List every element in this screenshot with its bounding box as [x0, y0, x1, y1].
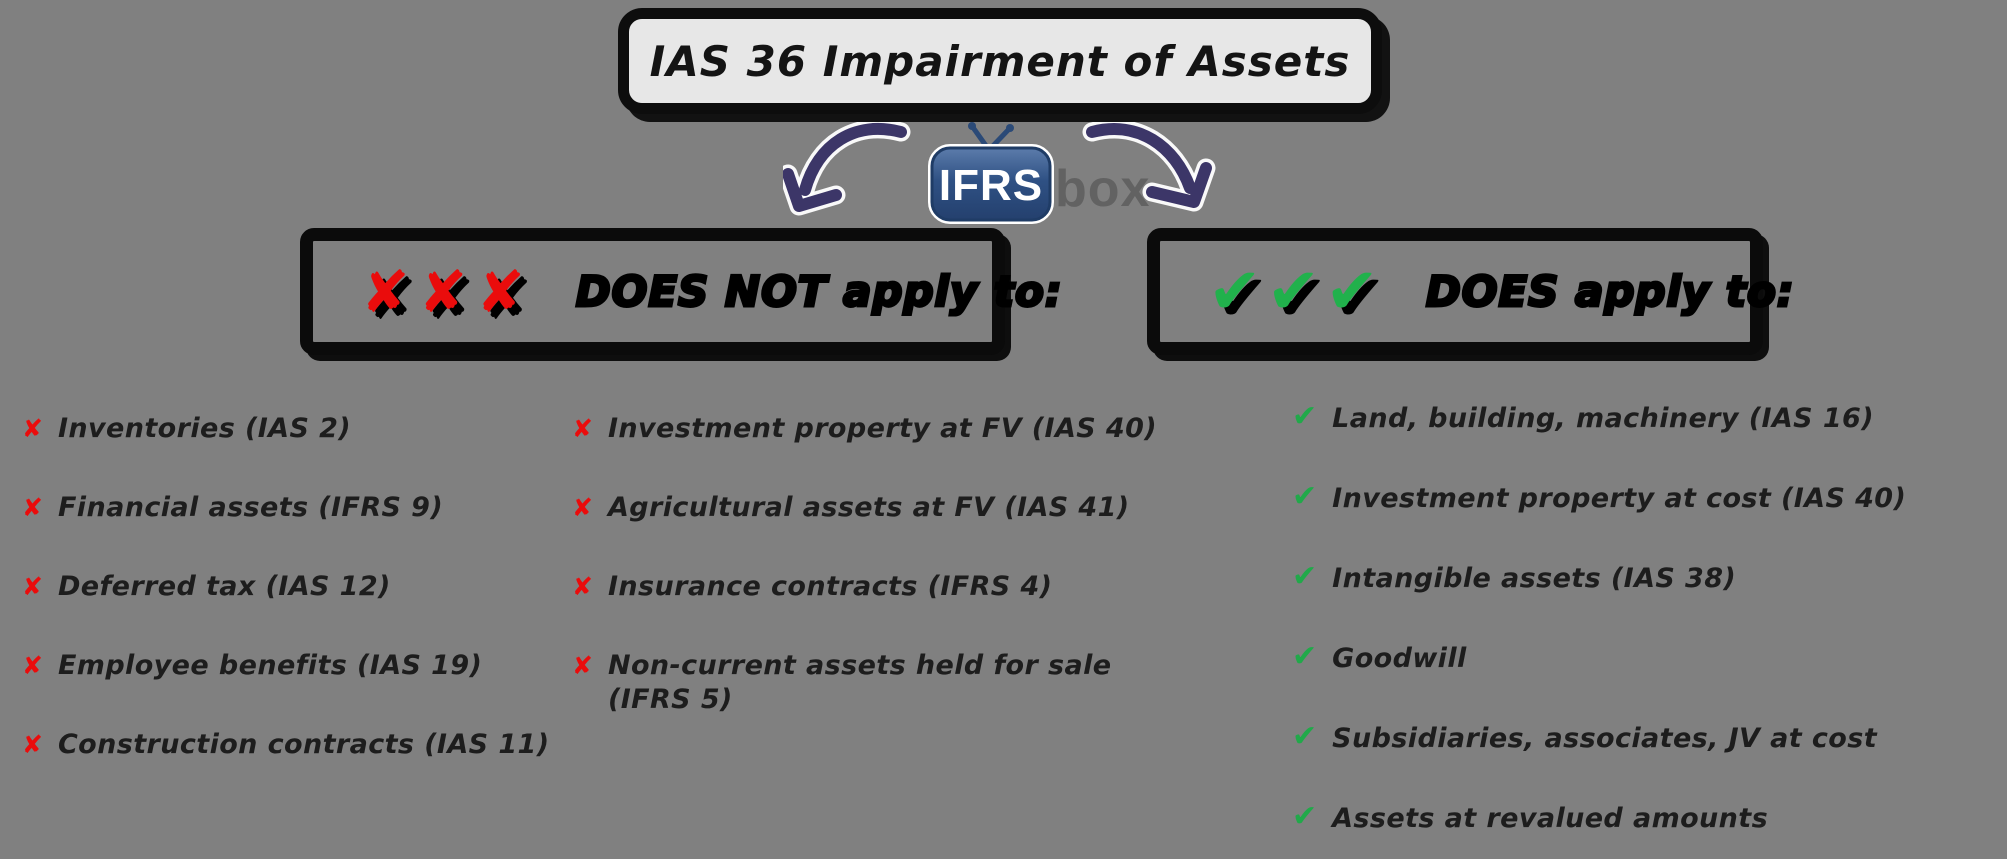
list-item-text: Deferred tax (IAS 12): [57, 571, 391, 602]
list-item-text: Construction contracts (IAS 11): [57, 729, 550, 760]
ifrsbox-tv-logo-icon: IFRS box: [928, 122, 1150, 224]
red-cross-icon: ✘: [22, 572, 43, 601]
list-item: ✘ Financial assets (IFRS 9): [22, 491, 562, 525]
not-apply-list-col1: ✘ Inventories (IAS 2) ✘ Financial assets…: [22, 412, 562, 807]
red-cross-icon: ✘: [22, 414, 43, 443]
does-apply-label: DOES apply to:: [1424, 266, 1795, 318]
title-box: IAS 36 Impairment of Assets: [618, 8, 1382, 114]
not-apply-list-col2: ✘ Investment property at FV (IAS 40) ✘ A…: [572, 412, 1272, 762]
does-not-apply-label: DOES NOT apply to:: [574, 266, 1063, 318]
list-item: ✘ Employee benefits (IAS 19): [22, 649, 562, 683]
green-check-icon: ✔: [1292, 799, 1318, 834]
list-item-text: Assets at revalued amounts: [1332, 803, 1769, 834]
list-item: ✘ Inventories (IAS 2): [22, 412, 562, 446]
list-item-text: Intangible assets (IAS 38): [1332, 563, 1737, 594]
list-item-text: Inventories (IAS 2): [57, 413, 352, 444]
green-check-icon: ✔: [1292, 719, 1318, 754]
does-not-apply-header-box: ✘✘✘ DOES NOT apply to:: [300, 228, 1063, 355]
triple-green-check-icon: ✔✔✔: [1208, 254, 1384, 329]
red-cross-icon: ✘: [572, 651, 593, 680]
list-item-text: Investment property at FV (IAS 40): [607, 413, 1158, 444]
list-item-text: Investment property at cost (IAS 40): [1332, 483, 1907, 514]
list-item: ✔ Goodwill: [1292, 642, 2002, 676]
curved-arrow-left-icon: [783, 122, 911, 216]
list-item-text: Insurance contracts (IFRS 4): [607, 571, 1053, 602]
list-item: ✔ Assets at revalued amounts: [1292, 802, 2002, 836]
logo-brand-text: IFRS: [939, 161, 1043, 210]
list-item-text: Agricultural assets at FV (IAS 41): [607, 492, 1130, 523]
list-item-text: Employee benefits (IAS 19): [57, 650, 483, 681]
list-item-text: Land, building, machinery (IAS 16): [1332, 403, 1874, 434]
list-item: ✔ Intangible assets (IAS 38): [1292, 562, 2002, 596]
list-item: ✘ Agricultural assets at FV (IAS 41): [572, 491, 1272, 525]
list-item: ✔ Land, building, machinery (IAS 16): [1292, 402, 2002, 436]
red-cross-icon: ✘: [572, 493, 593, 522]
list-item: ✘ Insurance contracts (IFRS 4): [572, 570, 1272, 604]
list-item: ✘ Investment property at FV (IAS 40): [572, 412, 1272, 446]
list-item-text: Goodwill: [1332, 643, 1467, 674]
list-item-text: Non-current assets held for sale (IFRS 5…: [607, 650, 1112, 715]
page-title: IAS 36 Impairment of Assets: [649, 36, 1351, 86]
red-cross-icon: ✘: [22, 651, 43, 680]
list-item: ✘ Non-current assets held for sale (IFRS…: [572, 649, 1272, 717]
triple-red-cross-icon: ✘✘✘: [361, 257, 534, 326]
list-item: ✘ Deferred tax (IAS 12): [22, 570, 562, 604]
green-check-icon: ✔: [1292, 399, 1318, 434]
red-cross-icon: ✘: [572, 414, 593, 443]
green-check-icon: ✔: [1292, 479, 1318, 514]
list-item-text: Financial assets (IFRS 9): [57, 492, 444, 523]
list-item: ✘ Construction contracts (IAS 11): [22, 728, 562, 762]
list-item-text: Subsidiaries, associates, JV at cost: [1332, 723, 1878, 754]
green-check-icon: ✔: [1292, 559, 1318, 594]
curved-arrow-right-icon: [1082, 122, 1216, 212]
apply-list: ✔ Land, building, machinery (IAS 16) ✔ I…: [1292, 402, 2002, 859]
red-cross-icon: ✘: [22, 493, 43, 522]
red-cross-icon: ✘: [22, 730, 43, 759]
list-item: ✔ Subsidiaries, associates, JV at cost: [1292, 722, 2002, 756]
does-apply-header-box: ✔✔✔ DOES apply to:: [1147, 228, 1795, 355]
red-cross-icon: ✘: [572, 572, 593, 601]
list-item: ✔ Investment property at cost (IAS 40): [1292, 482, 2002, 516]
green-check-icon: ✔: [1292, 639, 1318, 674]
logo-suffix-text: box: [1055, 160, 1150, 218]
